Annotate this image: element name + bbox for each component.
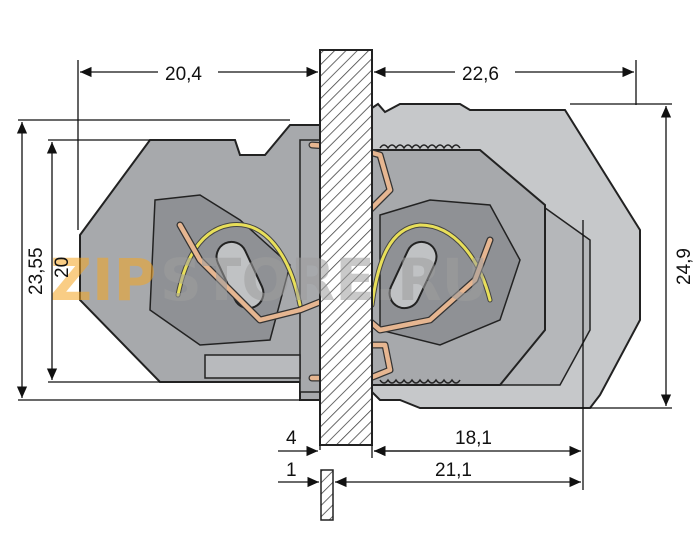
watermark-prefix: ZIP xyxy=(50,246,156,314)
dimension-lines xyxy=(16,60,672,490)
dim-top-left: 20,4 xyxy=(165,64,202,85)
coil-springs xyxy=(379,144,461,384)
dimension-labels: 20,4 22,6 23,55 20 24,9 4 18,1 1 21,1 xyxy=(26,60,695,481)
dim-left-outer: 23,55 xyxy=(26,247,47,295)
dim-panel-thickness: 1 xyxy=(286,460,297,481)
dim-top-right: 22,6 xyxy=(462,64,499,85)
watermark-main: STORE.RU xyxy=(160,246,489,314)
mounting-panel xyxy=(320,469,334,521)
watermark: ZIP STORE.RU xyxy=(50,246,489,314)
dim-left-inner: 20 xyxy=(52,257,73,278)
dim-bottom-21: 21,1 xyxy=(435,460,472,481)
dim-bottom-18: 18,1 xyxy=(455,428,492,449)
dim-right-height: 24,9 xyxy=(674,248,695,285)
mounting-wall xyxy=(319,49,373,446)
dim-wall-thickness: 4 xyxy=(286,428,297,449)
